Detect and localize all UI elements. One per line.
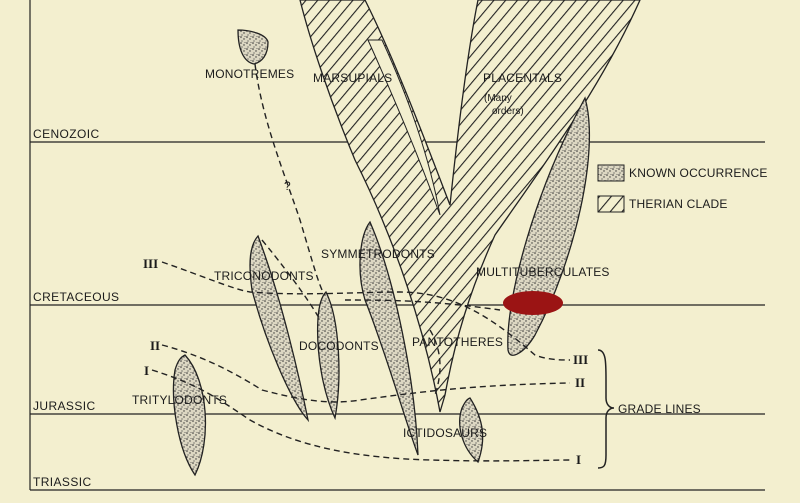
grade-line-iii (161, 261, 571, 361)
roman-ii-right: II (575, 375, 585, 390)
tritylodonts-spindle (172, 354, 207, 477)
grade-lines-brace (597, 349, 615, 469)
legend-known-occurrence: KNOWN OCCURRENCE (629, 166, 768, 180)
roman-i-right: I (576, 452, 581, 467)
label-pantotheres: PANTOTHERES (412, 335, 503, 349)
pantothere-branch (429, 329, 441, 396)
triconodont-link (261, 239, 321, 321)
label-tritylodonts: TRITYLODONTS (132, 393, 227, 407)
label-grade-lines: GRADE LINES (618, 402, 701, 416)
triconodonts-spindle (249, 234, 310, 423)
monotremes-lineage (254, 63, 326, 296)
era-triassic: TRIASSIC (33, 475, 92, 489)
label-triconodonts: TRICONODONTS (214, 269, 314, 283)
grade-line-i (151, 369, 573, 462)
era-jurassic: JURASSIC (33, 399, 96, 413)
label-symmetrodonts: SYMMETRODONTS (321, 247, 435, 261)
docodonts-spindle (317, 290, 340, 421)
multituberculates-spindle (507, 96, 591, 356)
label-placentals-note-2: orders) (492, 106, 524, 117)
roman-ii-left: II (150, 338, 160, 353)
label-multituberculates: MULTITUBERCULATES (476, 265, 610, 279)
roman-iii-right: III (573, 352, 588, 367)
legend-therian-clade: THERIAN CLADE (629, 197, 728, 211)
roman-i-left: I (144, 363, 149, 378)
label-marsupials: MARSUPIALS (313, 71, 392, 85)
pantothere-link (344, 299, 501, 311)
marsupial-slit (367, 39, 441, 216)
roman-iii-left: III (143, 256, 158, 271)
legend-hatch-swatch (597, 195, 625, 213)
era-cenozoic: CENOZOIC (33, 127, 100, 141)
label-placentals-note-1: (Many (484, 93, 512, 104)
grade-line-ii (161, 344, 571, 403)
label-monotremes: MONOTREMES (205, 67, 294, 81)
therian-clade-region (299, 0, 641, 413)
era-cretaceous: CRETACEOUS (33, 290, 119, 304)
label-placentals: PLACENTALS (483, 71, 562, 85)
ictidosaurs-spindle (459, 397, 484, 464)
question-mark: ? (284, 179, 291, 193)
symmetrodonts-spindle (359, 220, 419, 456)
monotremes-blob (237, 29, 269, 65)
label-ictidosaurs: ICTIDOSAURS (403, 426, 487, 440)
red-highlight-marker (503, 291, 563, 315)
label-docodonts: DOCODONTS (299, 339, 379, 353)
legend-stipple-swatch (597, 164, 625, 182)
